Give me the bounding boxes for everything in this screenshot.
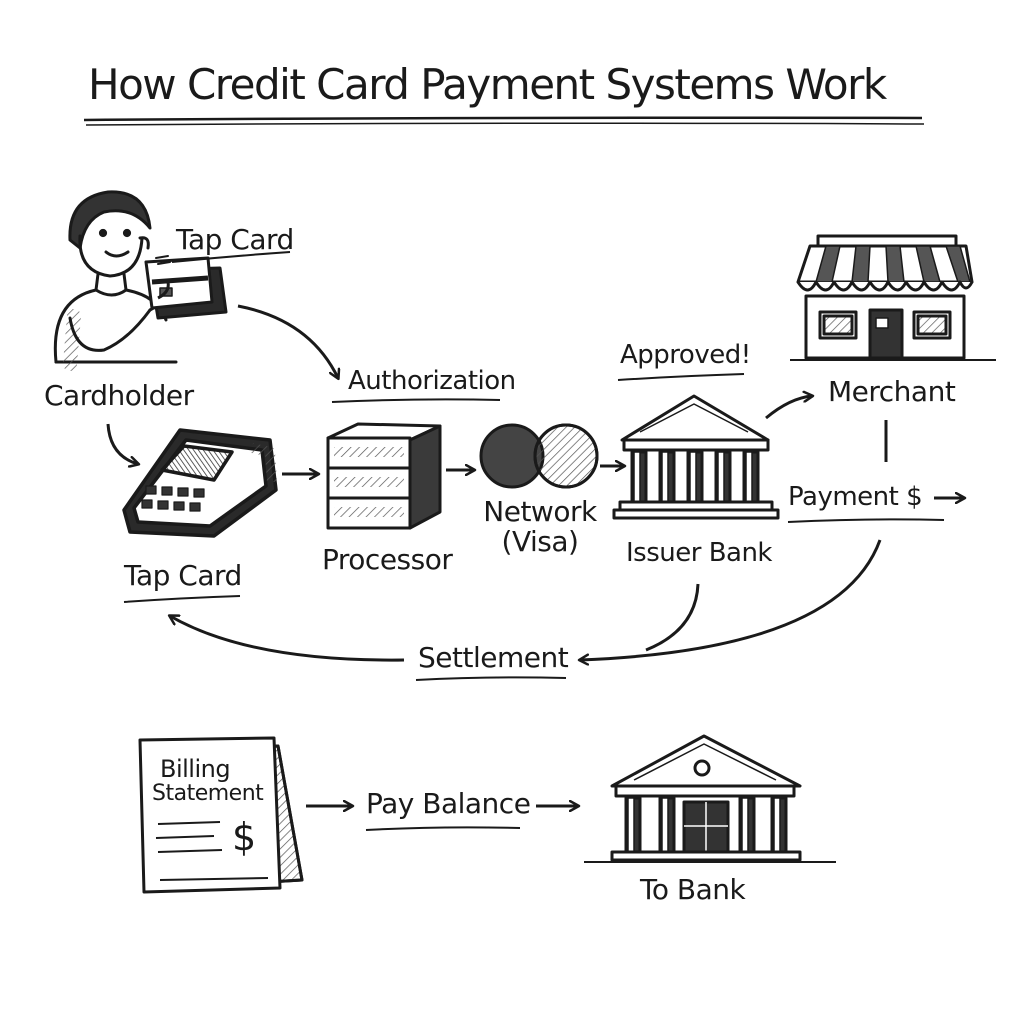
arrow-merchant-to-settlement: [580, 539, 882, 660]
label-pay-balance: Pay Balance: [366, 787, 531, 820]
label-issuer-bank: Issuer Bank: [626, 538, 773, 568]
label-payment: Payment $: [788, 482, 923, 512]
label-merchant: Merchant: [828, 375, 956, 408]
tap-card-bottom-underline: [123, 595, 241, 603]
title-underline: [83, 116, 925, 126]
bank-icon: [584, 734, 836, 863]
tap-card-top-underline: [171, 251, 291, 263]
label-cardholder: Cardholder: [44, 379, 194, 412]
pos-terminal-icon: [122, 428, 278, 538]
label-statement: Statement: [152, 781, 264, 807]
label-network-line2: (Visa): [501, 525, 579, 558]
tap-motion-marks: [155, 255, 171, 265]
arrow-issuer-to-merchant: [765, 396, 812, 420]
label-to-bank: To Bank: [640, 873, 746, 906]
arrow-cardholder-to-terminal: [106, 423, 138, 464]
label-tap-card-bottom: Tap Card: [124, 559, 242, 592]
storefront-icon: [790, 234, 996, 361]
label-authorization: Authorization: [348, 366, 516, 396]
label-tap-card-top: Tap Card: [176, 223, 294, 256]
label-approved: Approved!: [620, 340, 751, 370]
label-billing: Billing: [160, 755, 231, 783]
network-circles-icon: [479, 423, 599, 489]
label-network-line1: Network: [483, 495, 597, 528]
statement-text: Billing Statement: [152, 755, 264, 807]
arrow-settlement-to-tap: [170, 616, 405, 662]
authorization-underline: [331, 398, 501, 403]
label-settlement: Settlement: [418, 641, 569, 674]
label-statement-dollar: $: [232, 815, 256, 859]
card-icon: [144, 256, 228, 320]
label-processor: Processor: [322, 543, 453, 576]
settlement-underline: [415, 676, 567, 681]
label-network: Network (Visa): [478, 498, 602, 556]
statement-icon: [138, 736, 304, 894]
diagram-title: How Credit Card Payment Systems Work: [88, 60, 887, 109]
arrow-to-authorization: [237, 304, 338, 378]
payment-underline: [787, 518, 945, 523]
person-icon: [53, 190, 178, 371]
pay-balance-underline: [365, 826, 521, 831]
server-stack-icon: [326, 422, 442, 530]
arrow-issuer-to-settlement: [645, 583, 700, 652]
approved-underline: [617, 373, 745, 381]
bank-icon: [612, 394, 780, 520]
